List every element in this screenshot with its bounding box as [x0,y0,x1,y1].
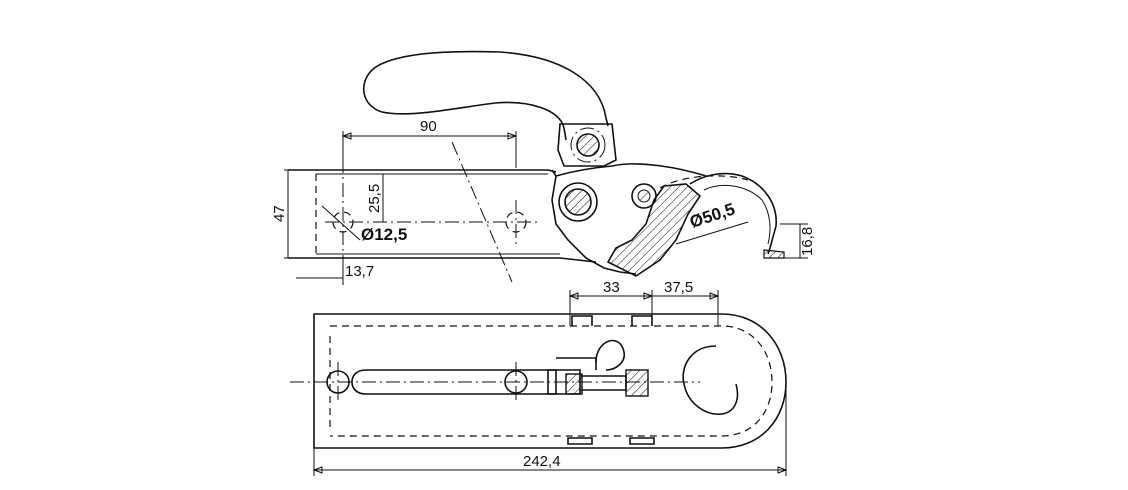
hatched-claw [606,183,702,277]
slot [351,369,557,395]
dim-47-label: 47 [271,205,288,222]
locking-pin [564,188,592,216]
ball-socket-arc [689,172,777,255]
coupling-housing [551,169,637,275]
body-outline-top [288,169,557,173]
knurled-knob [625,369,649,397]
dim-13-7-label: 13,7 [345,263,374,280]
side-view: 90 47 25,5 Ø12,5 13,7 Ø50,5 16,8 [271,50,816,285]
top-view-outline [313,313,787,449]
lever-pivot-block [557,123,617,167]
body-outline-bottom [288,257,597,263]
dim-16-8-label: 16,8 [799,227,816,256]
pivot-pin [576,133,600,157]
dim-242-4-label: 242,4 [523,453,561,470]
dim-90-label: 90 [420,118,437,135]
top-view: 33 37,5 242,4 [290,279,788,476]
handle-lever [362,50,609,129]
dim-hole-dia-label: Ø12,5 [361,225,407,244]
dim-33-label: 33 [603,279,620,296]
mounting-hole-1 [332,211,354,233]
pin-hatched-block [565,373,583,395]
dim-25-5-label: 25,5 [366,184,383,213]
top-view-inner-outline [330,325,773,437]
ball-recess [682,345,739,415]
dim-37-5-label: 37,5 [664,279,693,296]
